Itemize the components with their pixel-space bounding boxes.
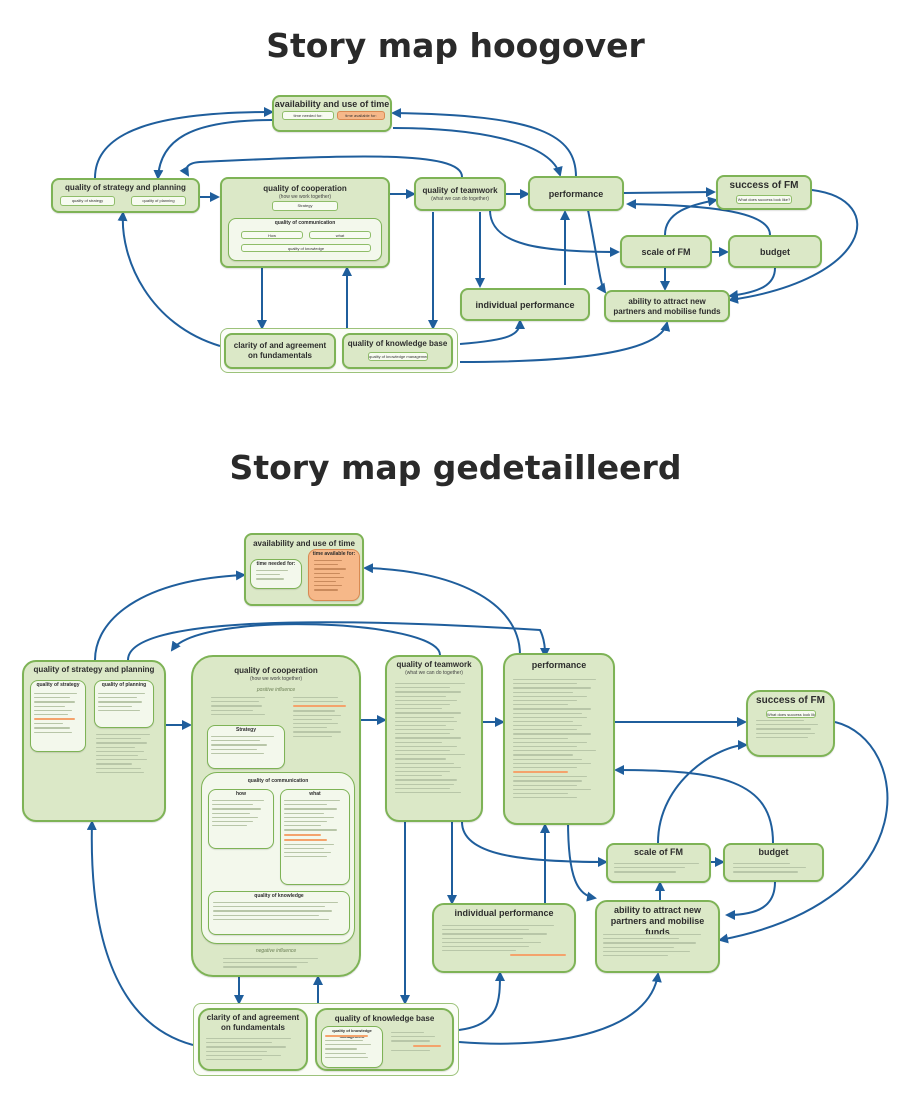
map2-how-label: how <box>236 791 246 797</box>
map2-negative-influence-label: negative influence <box>255 948 297 954</box>
map2-teamwork-title: quality of teamwork <box>396 660 472 669</box>
map2-time-needed-label: time needed for: <box>256 561 296 567</box>
map1-quality-of-strategy-chip: quality of strategy <box>60 196 115 206</box>
map1-scale-node: scale of FM <box>620 235 712 268</box>
map2-clarity-title: clarity of and agreement on fundamentals <box>206 1013 300 1032</box>
map2-attract-title: ability to attract new partners and mobi… <box>610 905 705 937</box>
map1-quality-of-planning-chip: quality of planning <box>131 196 186 206</box>
map2-success-title: success of FM <box>756 695 825 706</box>
map2-scale-title: scale of FM <box>633 847 683 857</box>
map1-strategy-planning-node: quality of strategy and planning quality… <box>51 178 200 213</box>
map1-individual-performance-title: individual performance <box>475 300 575 310</box>
map1-strategy-chip: Strategy <box>272 201 338 211</box>
map2-performance-title: performance <box>531 660 587 670</box>
map2-time-available-box: time available for: <box>308 549 360 601</box>
map1-individual-performance-node: individual performance <box>460 288 590 321</box>
map1-budget-title: budget <box>760 247 790 257</box>
map1-clarity-node: clarity of and agreement on fundamentals <box>224 333 336 369</box>
map1-cooperation-node: quality of cooperation (how we work toge… <box>220 177 390 268</box>
map2-availability-node: availability and use of time time needed… <box>244 533 364 606</box>
map1-knowledge-chip: quality of knowledge <box>241 244 371 252</box>
map2-strategy-box: Strategy <box>207 725 285 769</box>
map2-how-box: how <box>208 789 274 849</box>
map1-knowledge-base-title: quality of knowledge base <box>347 339 448 348</box>
map2-clarity-node: clarity of and agreement on fundamentals <box>198 1008 308 1071</box>
map2-knowledge-base-node: quality of knowledge base quality of kno… <box>315 1008 454 1071</box>
map2-attract-node: ability to attract new partners and mobi… <box>595 900 720 973</box>
map1-how-chip: How <box>241 231 303 239</box>
map1-communication-node: quality of communication How what qualit… <box>228 218 382 261</box>
map1-cooperation-title: quality of cooperation <box>263 184 347 193</box>
map2-availability-title: availability and use of time <box>253 539 355 548</box>
map2-teamwork-node: quality of teamwork (what we can do toge… <box>385 655 483 822</box>
map2-positive-influence-label: positive influence <box>256 687 296 693</box>
map1-teamwork-title: quality of teamwork <box>422 186 498 195</box>
map2-quality-of-strategy-label: quality of strategy <box>36 682 80 688</box>
map2-knowledge-management-box: quality of knowledge management <box>321 1026 383 1068</box>
map1-success-question-chip: What does success look like? <box>736 195 792 204</box>
map2-teamwork-subtitle: (what we can do together) <box>405 670 463 676</box>
map2-cooperation-title: quality of cooperation <box>234 666 318 675</box>
map2-quality-of-strategy-box: quality of strategy <box>30 680 86 752</box>
map2-communication-label: quality of communication <box>247 778 309 784</box>
map2-knowledge-label: quality of knowledge <box>254 893 304 899</box>
map2-individual-performance-title: individual performance <box>454 908 554 918</box>
map2-budget-node: budget <box>723 843 824 882</box>
map1-knowledge-base-node: quality of knowledge base quality of kno… <box>342 333 453 369</box>
map2-what-box: what <box>280 789 350 885</box>
map1-availability-node: availability and use of time time needed… <box>272 95 392 132</box>
map2-knowledge-base-title: quality of knowledge base <box>334 1014 435 1023</box>
map2-success-question-chip: What does success look like? <box>766 710 816 718</box>
page-title-gedetailleerd: Story map gedetailleerd <box>229 448 682 487</box>
map1-teamwork-node: quality of teamwork (what we can do toge… <box>414 177 506 211</box>
map2-knowledge-box: quality of knowledge <box>208 891 350 935</box>
map1-what-chip: what <box>309 231 371 239</box>
map1-knowledge-management-chip: quality of knowledge management <box>368 352 428 361</box>
page-title-hoogover: Story map hoogover <box>266 26 645 65</box>
map2-time-available-label: time available for: <box>312 551 356 557</box>
map2-quality-of-planning-box: quality of planning <box>94 680 154 728</box>
map1-time-needed-chip: time needed for: <box>282 111 334 120</box>
map1-communication-title: quality of communication <box>274 220 336 226</box>
map1-clarity-title: clarity of and agreement on fundamentals <box>233 341 327 360</box>
map1-success-node: success of FM What does success look lik… <box>716 175 812 210</box>
map1-budget-node: budget <box>728 235 822 268</box>
map1-attract-node: ability to attract new partners and mobi… <box>604 290 730 322</box>
map1-teamwork-subtitle: (what we can do together) <box>431 196 489 202</box>
map2-cooperation-node: quality of cooperation (how we work toge… <box>191 655 361 977</box>
map2-strategy-planning-title: quality of strategy and planning <box>33 665 155 674</box>
map1-performance-node: performance <box>528 176 624 211</box>
map1-time-available-chip: time available for: <box>337 111 385 120</box>
map2-performance-node: performance <box>503 653 615 825</box>
map2-strategy-planning-node: quality of strategy and planning quality… <box>22 660 166 822</box>
map2-scale-node: scale of FM <box>606 843 711 883</box>
map1-scale-title: scale of FM <box>641 247 691 257</box>
map1-strategy-planning-title: quality of strategy and planning <box>65 183 186 192</box>
map1-success-title: success of FM <box>729 180 799 191</box>
map2-quality-of-planning-label: quality of planning <box>101 682 147 688</box>
map2-success-node: success of FM What does success look lik… <box>746 690 835 757</box>
map1-availability-title: availability and use of time <box>274 99 390 109</box>
map1-attract-title: ability to attract new partners and mobi… <box>613 297 721 316</box>
map2-what-label: what <box>309 791 321 797</box>
map2-individual-performance-node: individual performance <box>432 903 576 973</box>
map1-cooperation-subtitle: (how we work together) <box>279 194 331 200</box>
map2-cooperation-subtitle: (how we work together) <box>250 676 302 682</box>
map2-communication-box: quality of communication how what qualit… <box>201 772 355 944</box>
map1-performance-title: performance <box>548 189 604 199</box>
map2-budget-title: budget <box>758 847 789 857</box>
map2-strategy-label: Strategy <box>235 727 256 733</box>
map2-time-needed-box: time needed for: <box>250 559 302 589</box>
